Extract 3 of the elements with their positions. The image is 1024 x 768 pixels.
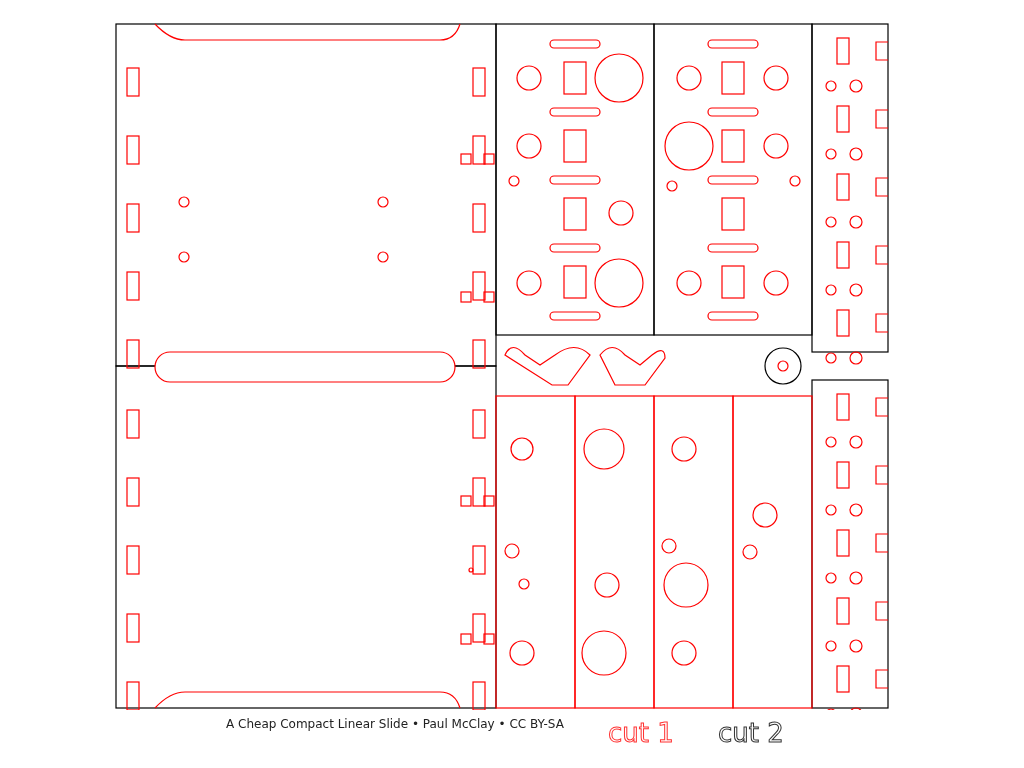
cut-label: cut 1 (608, 718, 674, 748)
cut-label: cut 2 (718, 718, 784, 748)
credit-text: A Cheap Compact Linear Slide • Paul McClay • CC BY-SA (226, 717, 564, 732)
